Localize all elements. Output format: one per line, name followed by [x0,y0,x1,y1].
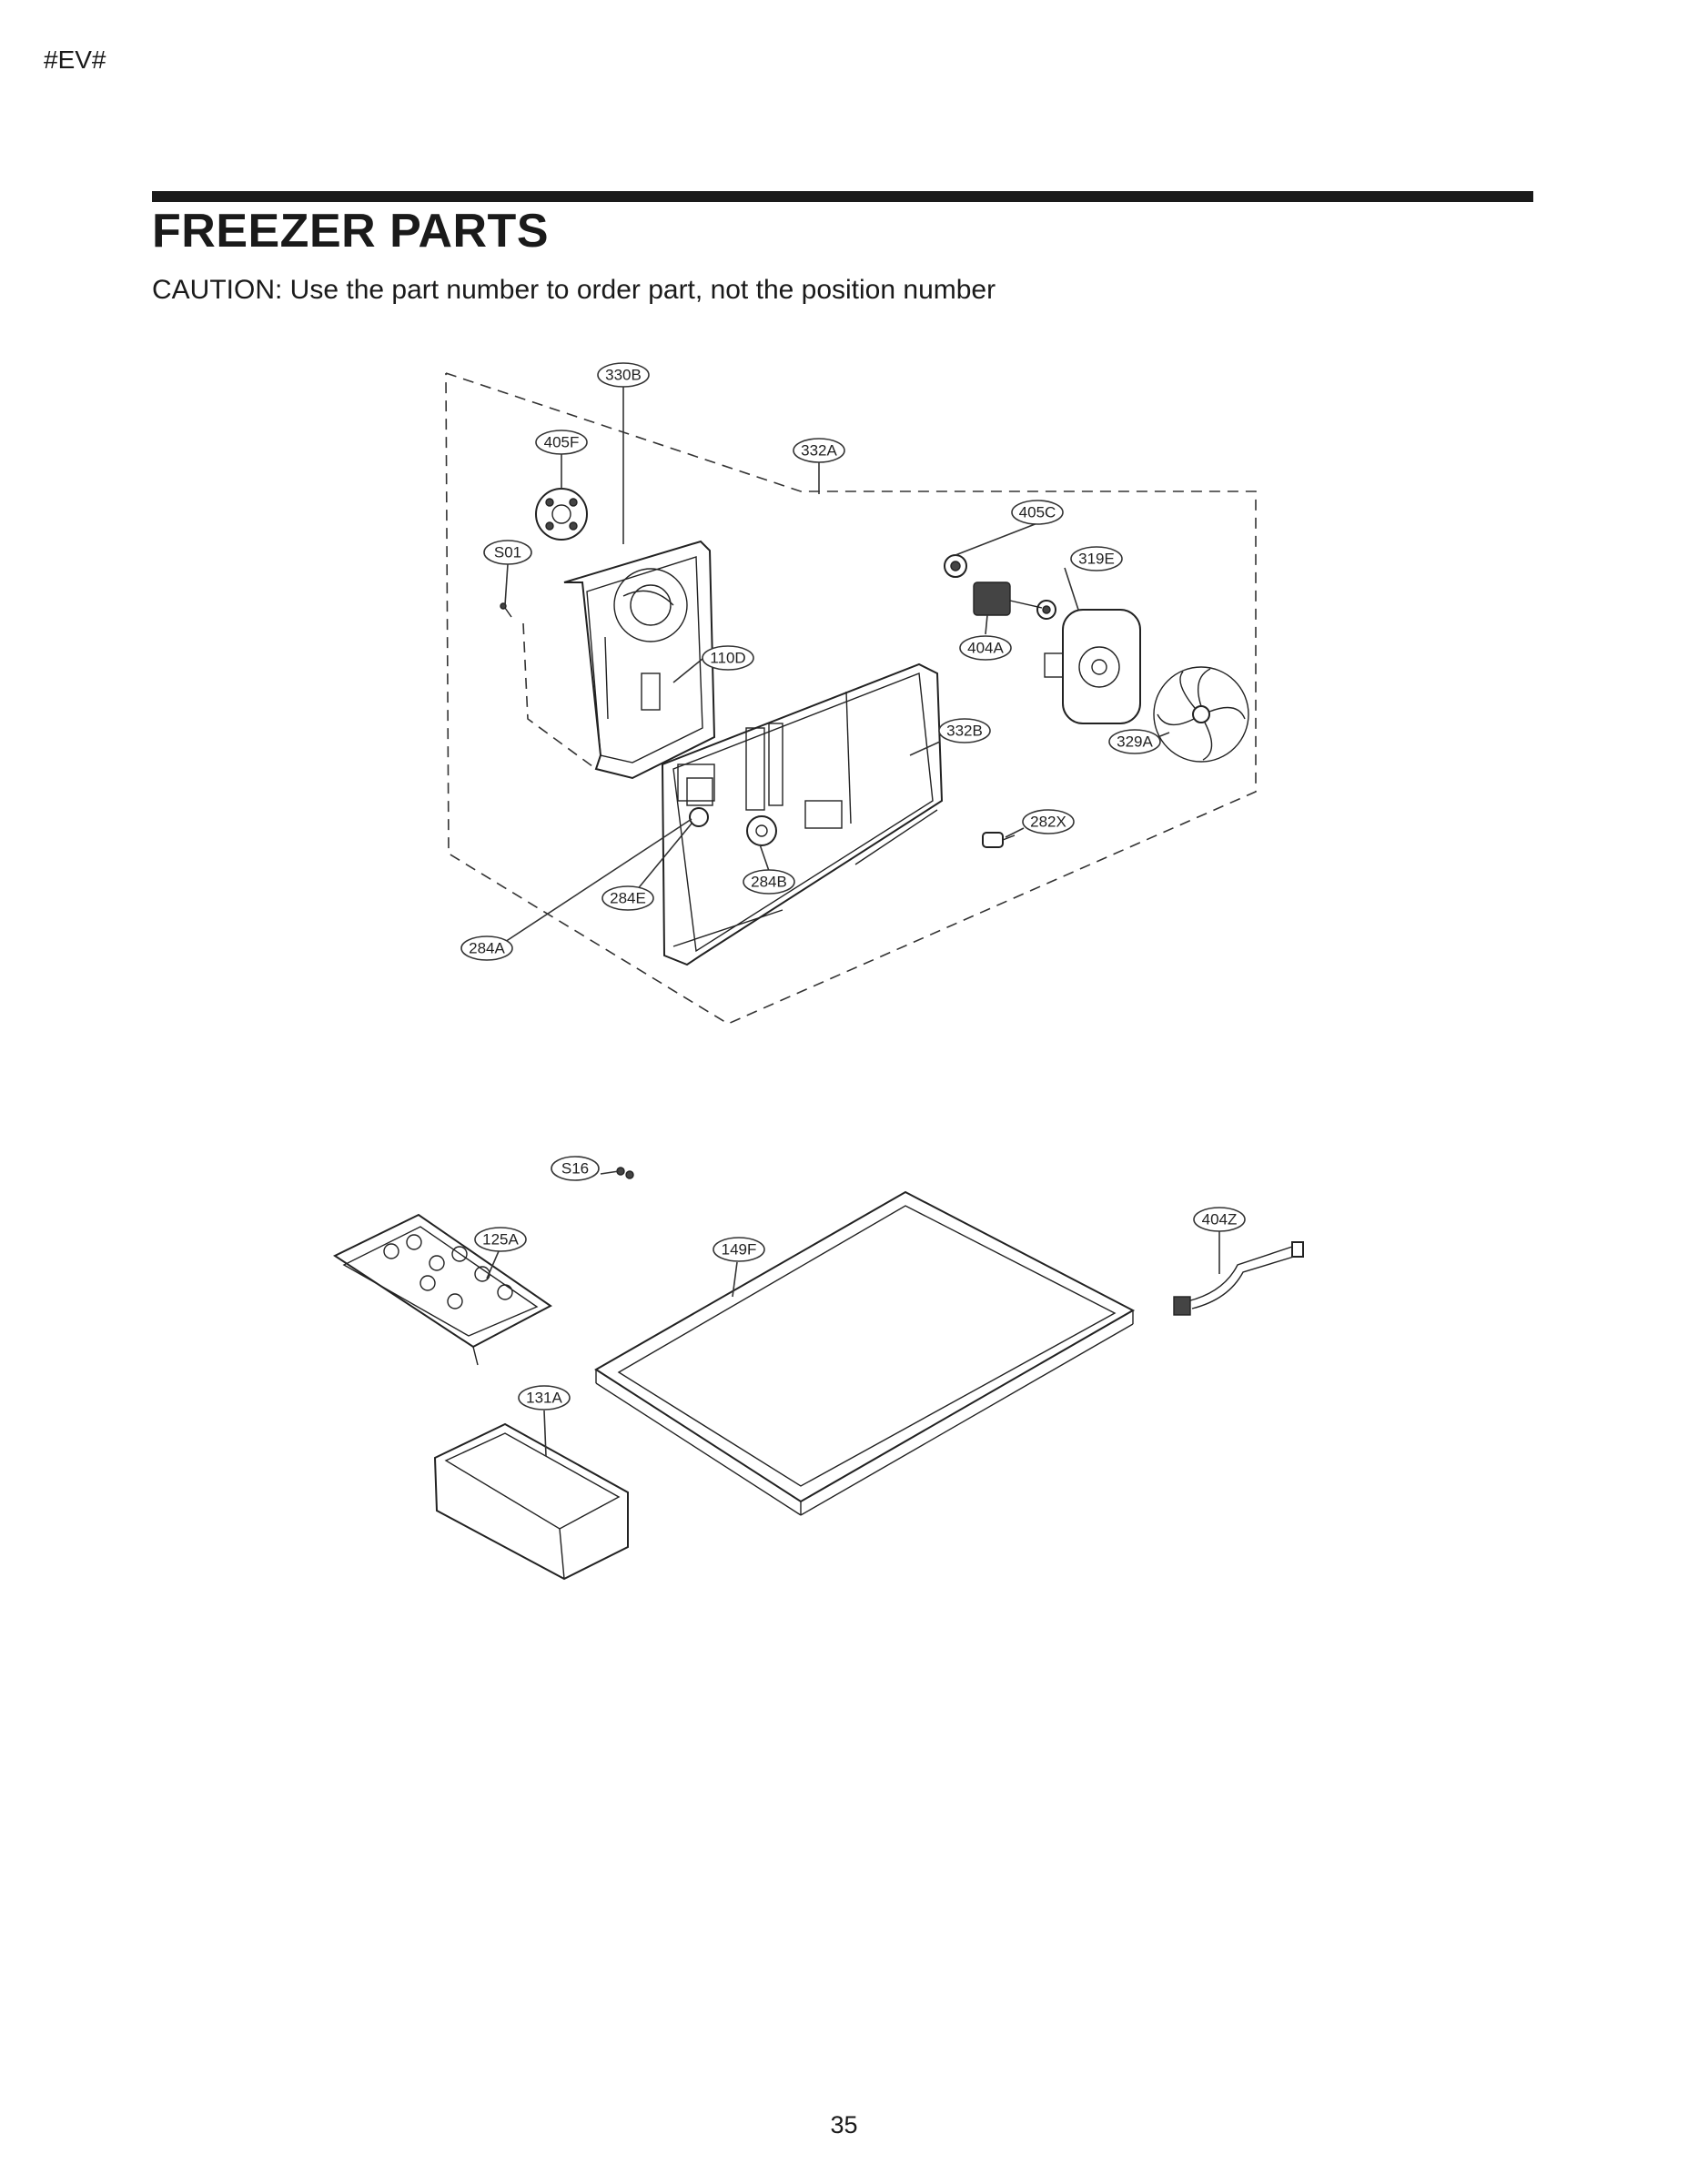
callout-131A: 131A [518,1385,571,1410]
part-405F-gear [535,488,588,541]
callout-110D: 110D [702,645,754,671]
callout-284B: 284B [743,869,795,895]
callout-S16: S16 [551,1156,600,1181]
part-319E-shroud [1044,609,1141,724]
svg-text:332B: 332B [946,723,983,740]
svg-text:404Z: 404Z [1202,1211,1238,1228]
part-125A-ice-tray [332,1213,552,1366]
svg-text:329A: 329A [1117,733,1153,751]
part-405C-bearing [944,554,1056,620]
title-rule [152,191,1533,202]
callout-284A: 284A [460,935,513,961]
callout-404A: 404A [959,635,1012,661]
callout-332A: 332A [793,438,845,463]
header-tag: #EV# [44,46,106,74]
part-332B-panel [661,662,944,966]
svg-text:S01: S01 [494,544,521,561]
part-404Z-harness [1173,1241,1304,1316]
callout-282X: 282X [1022,809,1075,834]
svg-text:110D: 110D [710,650,745,667]
svg-text:284A: 284A [469,940,505,957]
assembly-boundary [445,372,1257,1025]
svg-text:284E: 284E [610,890,646,907]
part-S16-screws [616,1167,634,1179]
page-number: 35 [830,2111,858,2138]
svg-text:319E: 319E [1078,551,1115,568]
callout-405C: 405C [1011,500,1064,525]
part-284E-knob [686,777,713,827]
part-149F-shelf [594,1190,1136,1516]
svg-text:131A: 131A [526,1390,562,1407]
callout-329A: 329A [1108,729,1161,754]
svg-text:332A: 332A [801,442,837,460]
callout-404Z: 404Z [1193,1207,1246,1232]
callout-330B: 330B [597,362,650,388]
part-282X-socket [982,832,1016,848]
svg-text:330B: 330B [605,367,642,384]
part-131A-ice-bin [433,1422,629,1581]
part-330B-bracket [522,540,716,780]
part-404A-motor [973,581,1043,616]
callout-284E: 284E [601,885,654,911]
callout-332B: 332B [938,718,991,743]
svg-text:S16: S16 [561,1160,589,1178]
page-title: FREEZER PARTS [152,205,550,258]
callout-405F: 405F [535,430,588,455]
callout-319E: 319E [1070,546,1123,571]
svg-text:149F: 149F [722,1241,757,1259]
part-329A-fan [1153,666,1249,763]
svg-text:404A: 404A [967,640,1004,657]
callout-S01: S01 [483,540,532,565]
part-S01-screw [500,602,512,618]
svg-text:284B: 284B [751,874,787,891]
callout-149F: 149F [713,1237,765,1262]
svg-text:282X: 282X [1030,814,1066,831]
callout-125A: 125A [474,1227,527,1252]
svg-text:125A: 125A [482,1231,519,1249]
svg-text:405C: 405C [1019,504,1056,521]
svg-text:405F: 405F [544,434,580,451]
caution-note: CAUTION: Use the part number to order pa… [152,275,996,305]
